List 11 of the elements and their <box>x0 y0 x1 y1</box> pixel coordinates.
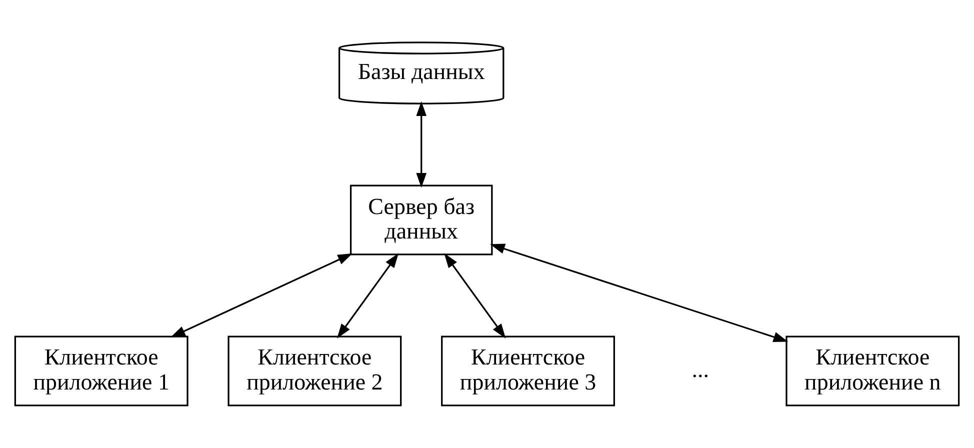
arrow <box>336 253 399 338</box>
node-box: Клиентское приложение n <box>786 336 960 406</box>
arrow <box>170 253 353 338</box>
arrow <box>490 244 788 342</box>
label: ... <box>692 357 709 382</box>
arrow <box>416 101 427 188</box>
node-box: Клиентское приложение 3 <box>441 336 615 406</box>
node-box: Клиентское приложение 2 <box>228 336 402 406</box>
arrow <box>444 253 506 338</box>
node-box: Сервер баз данных <box>350 184 493 256</box>
node-box: Клиентское приложение 1 <box>14 336 188 406</box>
